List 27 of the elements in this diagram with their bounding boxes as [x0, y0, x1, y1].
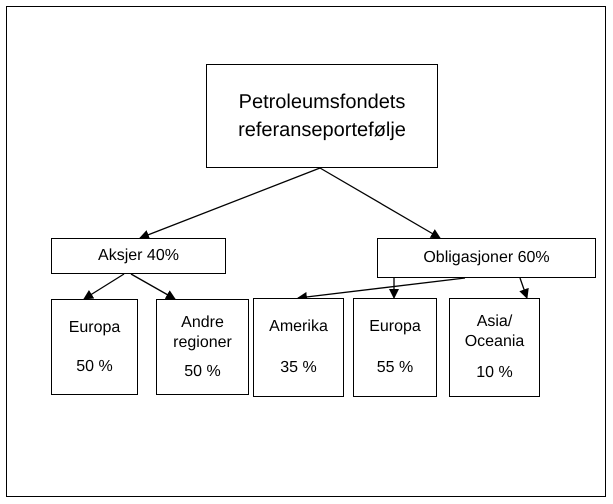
percentage-label: 35 %: [279, 358, 318, 378]
region-box: [51, 299, 138, 395]
category-box: [51, 238, 226, 274]
category-box: [377, 238, 596, 278]
node-label: Aksjer 40%: [97, 246, 180, 266]
arrow: [130, 273, 176, 300]
percentage-label: 10 %: [475, 362, 514, 383]
node-label: Petroleumsfondets referanseportefølje: [237, 90, 407, 143]
node-label: Obligasjoner 60%: [422, 248, 551, 268]
arrow: [519, 278, 529, 299]
percentage-label: 55 %: [376, 358, 414, 378]
arrow: [83, 273, 124, 300]
node-label: Europa: [68, 318, 122, 338]
category-box: [206, 64, 438, 168]
node-label: Andre regioner: [172, 312, 233, 352]
percentage-label: 50 %: [75, 356, 114, 376]
region-box: [156, 299, 249, 395]
arrow: [139, 167, 320, 240]
node-label: Asia/ Oceania: [464, 312, 526, 352]
percentage-label: 50 %: [183, 362, 222, 382]
node-label: Amerika: [268, 317, 329, 338]
region-box: [449, 298, 540, 397]
region-box: [353, 298, 437, 397]
arrow: [320, 167, 441, 239]
node-label: Europa: [368, 317, 422, 338]
region-box: [253, 298, 344, 397]
arrow: [389, 278, 399, 299]
